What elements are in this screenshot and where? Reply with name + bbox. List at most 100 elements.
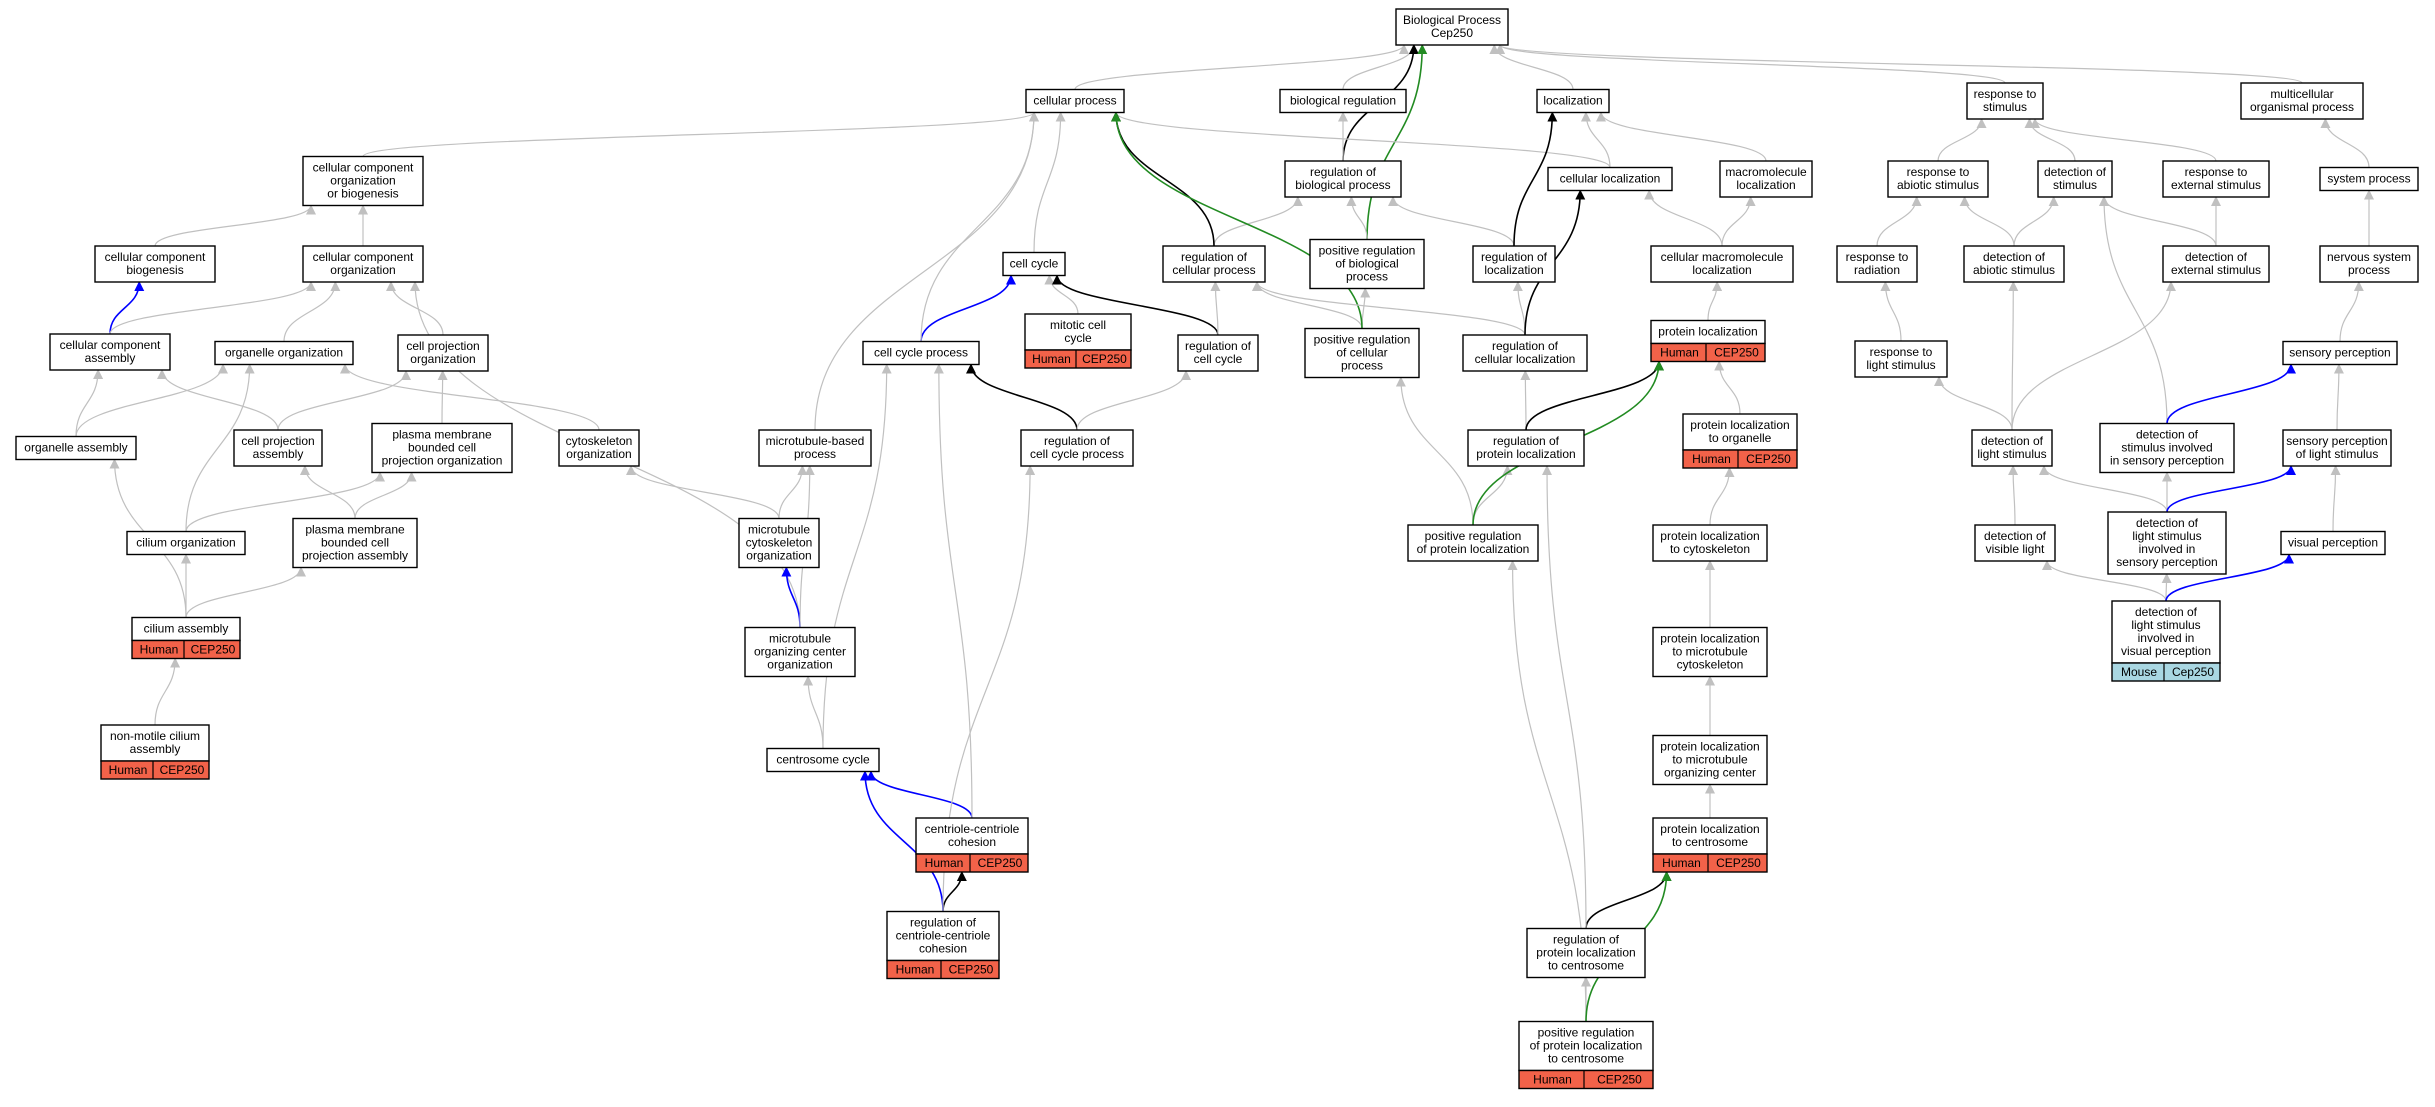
edge-regulates [1513,111,1558,247]
node-box [558,429,640,467]
go-node-biological-regulation[interactable]: biological regulation [1279,88,1407,114]
node-label-line: cell cycle process [874,346,968,360]
go-node-sensory-perception[interactable]: sensory perception [2282,340,2398,366]
edge-is-a [2008,465,2019,526]
edge-regulates [1585,871,1672,929]
edge-is-a [283,281,341,342]
node-label-line: response to [2185,165,2248,179]
go-node-organelle-organization[interactable]: organelle organization [214,340,354,366]
node-label-line: system process [2327,172,2410,186]
edge-is-a [1644,189,1723,247]
go-node-visual-perception[interactable]: visual perception [2280,530,2386,556]
go-node-centrosome-cycle[interactable]: centrosome cycle [766,747,880,773]
go-node-localization[interactable]: localization [1536,88,1610,114]
node-label-line: process [794,447,836,461]
node-label-line: cohesion [948,835,996,849]
node-label-line: positive regulation [1319,244,1416,258]
go-node-cell-cycle[interactable]: cell cycle [1002,251,1066,277]
node-label-line: of cellular [1336,346,1387,360]
go-node-system-process[interactable]: system process [2319,166,2419,192]
node-label-line: to cytoskeleton [1670,542,1750,556]
node-box [1526,927,1646,979]
go-node-organelle-assembly[interactable]: organelle assembly [15,435,137,461]
node-label-line: visual perception [2121,644,2211,658]
go-node-cell-cycle-process[interactable]: cell cycle process [862,340,980,366]
edge-is-a [1959,196,2015,247]
edge-is-a [1876,196,1922,247]
go-node-cellular-process[interactable]: cellular process [1025,88,1125,114]
go-node-cellular-localization[interactable]: cellular localization [1547,166,1673,192]
species-tag-box [1652,853,1768,873]
species-tag-box [1650,342,1766,363]
node-label-line: bounded cell [321,536,389,550]
node-label-line: detection of [2136,428,2199,442]
edge-is-a [1210,281,1221,336]
go-node-cilium-organization[interactable]: cilium organization [126,530,246,556]
edge-is-a [2339,281,2364,342]
node-box [100,724,210,762]
edge-is-a [814,111,1039,431]
gene-label: CEP250 [1746,452,1791,466]
node-label-line: cellular component [313,250,414,264]
node-label-line: detection of [1984,529,2047,543]
node-label-line: cellular process [1172,263,1255,277]
node-label-line: in sensory perception [2110,454,2224,468]
go-node-reg-centriole-cohesion[interactable]: regulation ofcentriole-centriolecohesion… [886,910,1000,980]
node-box [1966,82,2044,120]
node-label-line: localization [1484,263,1543,277]
